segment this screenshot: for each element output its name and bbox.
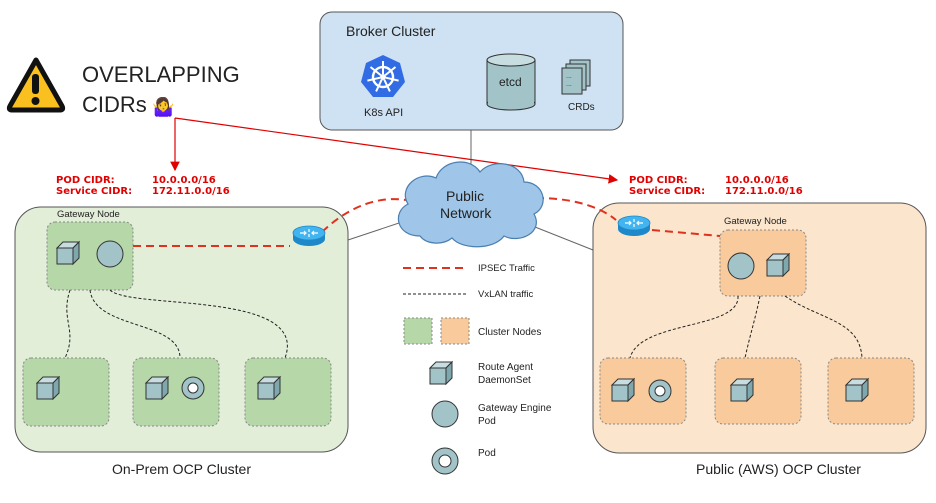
route-agent-icon [611, 378, 635, 402]
onprem-gateway-label: Gateway Node [57, 209, 120, 220]
overlap-arrow-aws [174, 117, 619, 184]
broker-cluster: Broker Cluster K8s API etcd [319, 11, 624, 131]
aws-network-line [529, 224, 594, 251]
gateway-engine-icon [727, 252, 755, 280]
crd-dots-1: ... [566, 73, 572, 80]
etcd-label: etcd [499, 75, 522, 89]
onprem-cluster-label: On-Prem OCP Cluster [112, 461, 251, 477]
crds-label: CRDs [568, 102, 595, 113]
etcd-icon [486, 53, 536, 111]
onprem-pod-cidr-value: 10.0.0.0/16 [152, 175, 216, 186]
route-agent-icon [257, 376, 281, 400]
onprem-network-line [347, 219, 409, 241]
legend-vxlan: VxLAN traffic [478, 289, 534, 300]
ipsec-tunnel [133, 197, 721, 247]
crd-dots-2: ... [566, 81, 572, 88]
broker-title: Broker Cluster [346, 23, 436, 39]
legend-gateway-engine-2: Pod [478, 416, 496, 427]
warning-line2: CIDRs [82, 92, 147, 117]
legend: IPSEC Traffic VxLAN traffic Cluster Node… [403, 263, 552, 475]
route-agent-icon [730, 378, 754, 402]
onprem-node-1 [22, 357, 110, 427]
legend-cluster-nodes: Cluster Nodes [478, 327, 541, 338]
crds-icon: ... ... [561, 59, 591, 95]
aws-node-2 [714, 357, 802, 425]
warning-line1: OVERLAPPING [82, 62, 240, 87]
onprem-pod-cidr-key: POD CIDR: [56, 175, 115, 186]
warning-icon [6, 57, 66, 113]
aws-svc-cidr-value: 172.11.0.0/16 [725, 186, 803, 197]
router-icon-onprem [292, 225, 326, 247]
legend-pod-icon [431, 447, 459, 475]
pod-icon [648, 379, 672, 403]
onprem-node-3 [244, 357, 332, 427]
aws-node-3 [827, 357, 915, 425]
public-network-cloud [397, 161, 544, 248]
public-network-line2: Network [440, 205, 492, 221]
legend-gateway-engine-1: Gateway Engine [478, 403, 552, 414]
router-icon-aws [617, 215, 651, 237]
legend-route-agent-1: Route Agent [478, 362, 533, 373]
onprem-cidrs: POD CIDR: 10.0.0.0/16 Service CIDR: 172.… [56, 175, 230, 197]
aws-gateway-label: Gateway Node [724, 216, 787, 227]
aws-svc-cidr-key: Service CIDR: [629, 186, 705, 197]
aws-cluster: Gateway Node Public (AWS) OCP Cluster [592, 202, 927, 477]
onprem-svc-cidr-value: 172.11.0.0/16 [152, 186, 230, 197]
shrug-emoji: 🤷‍♀️ [152, 95, 174, 117]
aws-pod-cidr-key: POD CIDR: [629, 175, 688, 186]
route-agent-icon [845, 378, 869, 402]
public-network-line1: Public [446, 188, 484, 204]
legend-route-agent-2: DaemonSet [478, 375, 531, 386]
legend-route-agent-icon [429, 361, 453, 385]
onprem-cluster: Gateway Node On-Prem OCP Cluster [14, 206, 349, 477]
aws-cluster-label: Public (AWS) OCP Cluster [696, 461, 861, 477]
route-agent-icon [145, 376, 169, 400]
onprem-node-2 [132, 357, 220, 427]
route-agent-icon [766, 253, 790, 277]
aws-pod-cidr-value: 10.0.0.0/16 [725, 175, 789, 186]
legend-ipsec: IPSEC Traffic [478, 263, 535, 274]
legend-pod: Pod [478, 448, 496, 459]
aws-cidrs: POD CIDR: 10.0.0.0/16 Service CIDR: 172.… [629, 175, 803, 197]
onprem-svc-cidr-key: Service CIDR: [56, 186, 132, 197]
route-agent-icon [36, 376, 60, 400]
pod-icon [181, 376, 205, 400]
gateway-engine-icon [96, 240, 124, 268]
route-agent-icon [56, 241, 80, 265]
aws-vxlan-lines [629, 295, 863, 359]
kubernetes-icon [361, 55, 405, 97]
onprem-vxlan-lines [64, 289, 288, 359]
k8s-api-label: K8s API [364, 107, 403, 119]
legend-gateway-engine-icon [431, 400, 459, 428]
aws-node-1 [599, 357, 687, 425]
aws-gateway-node [719, 229, 807, 297]
